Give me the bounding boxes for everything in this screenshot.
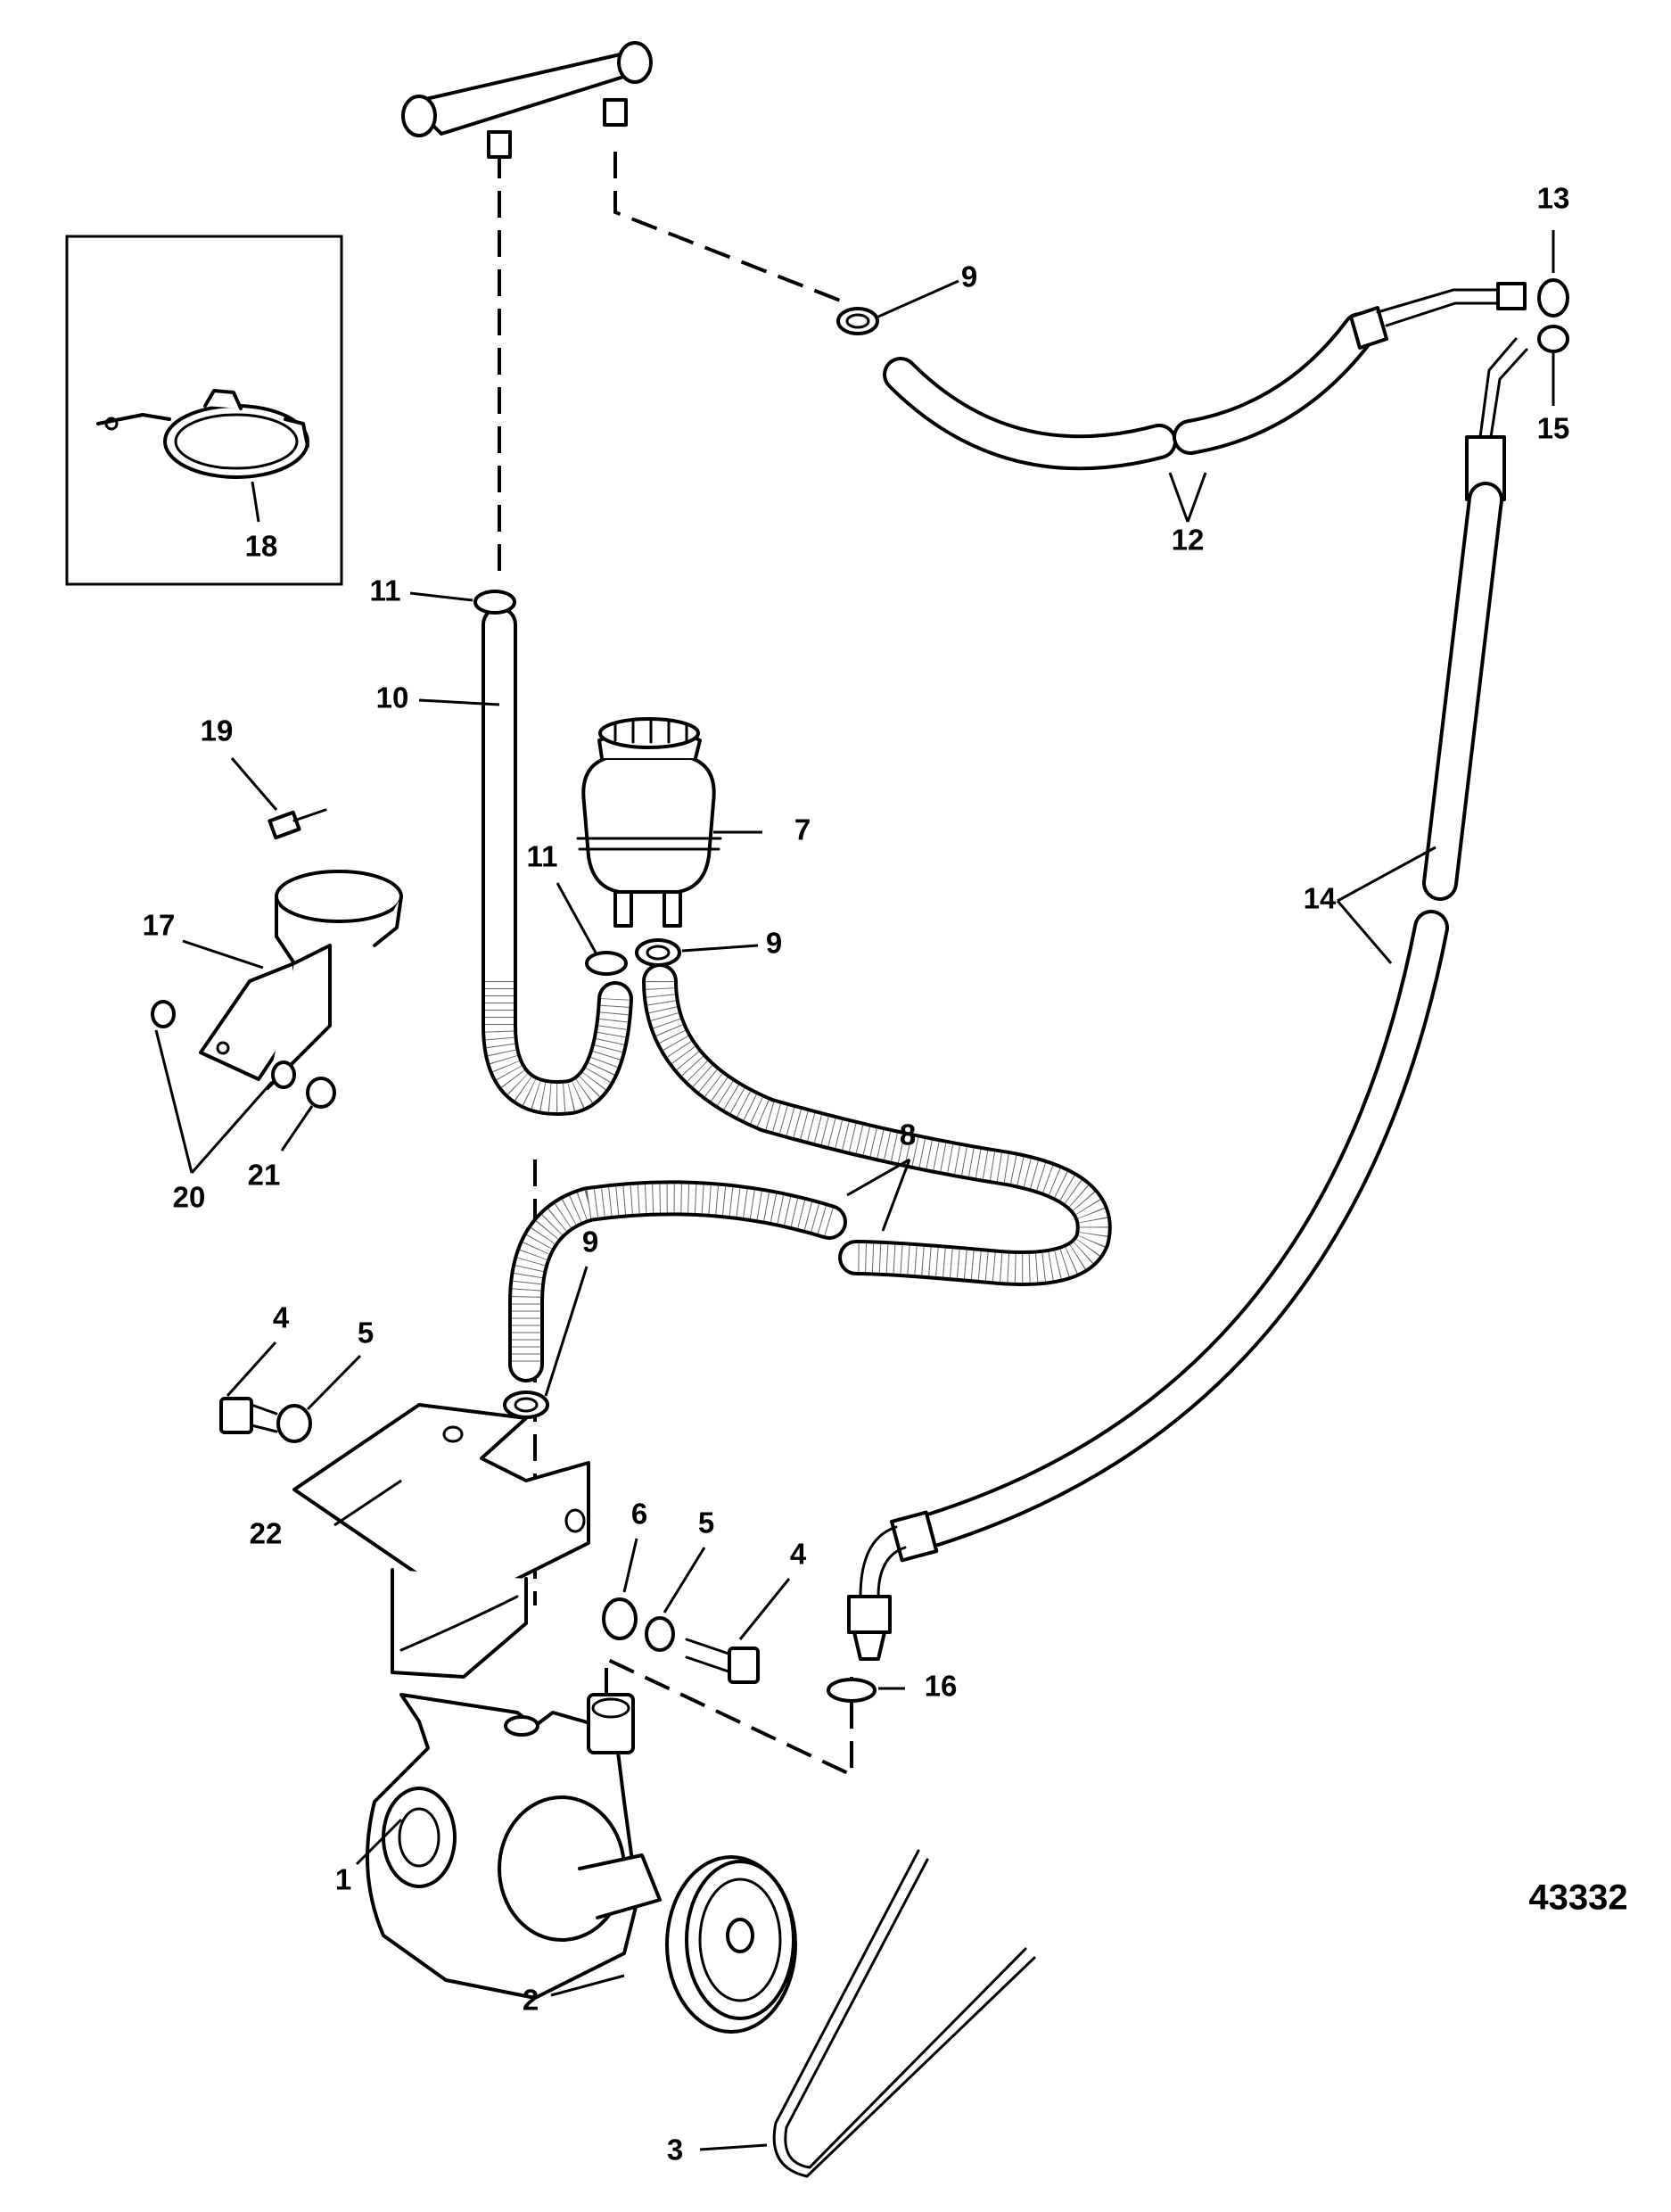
callout-8: 8 (900, 1118, 916, 1151)
part-10-hose (482, 607, 633, 1116)
part-18-clamp (96, 389, 309, 479)
part-7-reservoir (576, 717, 722, 928)
callout-4-right: 4 (790, 1538, 807, 1571)
callout-2: 2 (523, 1984, 539, 2017)
part-8-hose (508, 963, 1112, 1382)
part-15-o-ring (1537, 325, 1569, 353)
callout-18: 18 (245, 530, 278, 563)
callout-6: 6 (631, 1498, 647, 1531)
callout-14: 14 (1304, 882, 1337, 915)
part-16-o-ring (827, 1678, 877, 1703)
callout-4-left: 4 (273, 1301, 290, 1334)
part-11-clamp-lower (585, 951, 628, 976)
callout-5-right: 5 (698, 1506, 714, 1539)
callout-7: 7 (794, 813, 811, 846)
part-3-belt (772, 1849, 1036, 2178)
figure-number: 43332 (1528, 1878, 1627, 1918)
callout-15: 15 (1537, 412, 1570, 445)
callout-labels: 1 2 3 4 5 6 5 4 7 8 9 9 9 10 11 11 12 13… (143, 182, 1570, 2167)
part-19-screw (268, 808, 327, 840)
part-tee-fitting (401, 41, 653, 159)
part-9-clamp-lower (503, 1391, 549, 1419)
callout-12: 12 (1172, 524, 1205, 557)
part-4-bolt-left (219, 1397, 278, 1434)
part-20-washer (151, 1000, 296, 1089)
part-17-reservoir-bracket (199, 870, 403, 1090)
callout-9-upper: 9 (961, 260, 977, 293)
part-5-washer-left (276, 1404, 312, 1443)
inset-clamp-box (65, 235, 343, 586)
part-6-spacer (602, 1597, 638, 1640)
part-1-power-steering-pump (366, 1693, 662, 2000)
callout-3: 3 (667, 2134, 683, 2167)
part-9-clamp-reservoir (635, 938, 681, 967)
part-13-o-ring (1537, 278, 1569, 318)
callout-9-lower: 9 (582, 1226, 598, 1259)
callout-13: 13 (1537, 182, 1570, 215)
callout-1: 1 (335, 1863, 351, 1896)
callout-10: 10 (376, 681, 409, 714)
part-21-nut (306, 1077, 336, 1109)
leader-lines (154, 230, 1555, 2151)
callout-16: 16 (925, 1670, 958, 1703)
callout-22: 22 (250, 1517, 283, 1550)
part-5-washer-right (645, 1616, 675, 1652)
callout-11-lower: 11 (527, 840, 558, 873)
part-22-pump-bracket (292, 1403, 590, 1679)
callout-20: 20 (173, 1181, 206, 1214)
callout-9-reservoir: 9 (766, 927, 782, 960)
part-12-hose (883, 282, 1527, 471)
callout-11-upper: 11 (370, 574, 401, 607)
part-4-bolt-right (685, 1638, 760, 1684)
callout-5-left: 5 (358, 1316, 374, 1349)
part-14-hose (847, 337, 1528, 1661)
callout-21: 21 (248, 1159, 281, 1192)
part-9-clamp-upper (836, 307, 879, 335)
part-2-pulley (665, 1855, 797, 2034)
inset-frame (65, 235, 343, 586)
part-11-clamp-upper (473, 590, 516, 615)
callout-19: 19 (201, 714, 234, 747)
callout-17: 17 (143, 909, 176, 942)
